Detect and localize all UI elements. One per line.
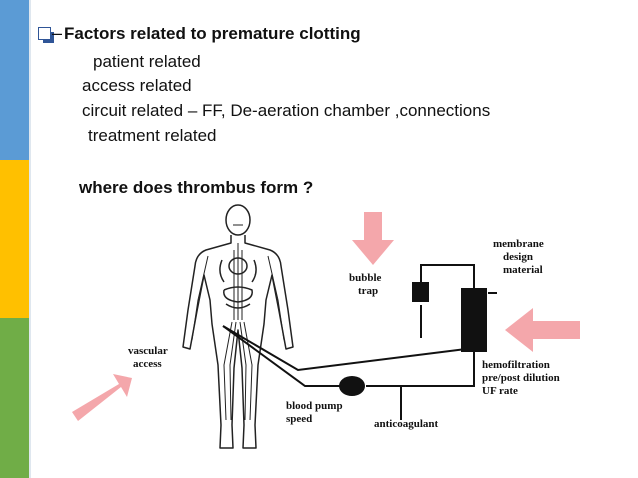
label-blood-pump: blood pump — [286, 400, 343, 412]
blood-pump-icon — [339, 376, 365, 396]
label-material: material — [503, 264, 543, 276]
item-patient-related: patient related — [93, 52, 201, 71]
label-uf-rate: UF rate — [482, 385, 518, 397]
slide-heading: Factors related to premature clotting — [64, 24, 361, 43]
sidebar-edge — [29, 0, 31, 478]
label-pre-post-dilution: pre/post dilution — [482, 372, 560, 384]
label-access: access — [133, 358, 162, 370]
label-bubble: bubble — [349, 272, 382, 284]
sidebar-blue-band — [0, 0, 29, 160]
human-body-figure — [182, 204, 294, 449]
vascular-access-arrow-icon — [72, 374, 132, 421]
checkbox-bullet-icon — [38, 27, 54, 43]
label-design: design — [503, 251, 533, 263]
label-hemofiltration: hemofiltration — [482, 359, 550, 371]
item-treatment-related: treatment related — [88, 126, 217, 145]
sidebar-yellow-band — [0, 160, 29, 318]
item-access-related: access related — [82, 76, 192, 95]
label-anticoagulant: anticoagulant — [374, 418, 439, 430]
hemofiltration-arrow-icon — [505, 308, 580, 352]
label-speed: speed — [286, 413, 312, 425]
bullet-dash: – — [52, 23, 63, 43]
label-vascular: vascular — [128, 345, 168, 357]
sidebar-green-band — [0, 318, 29, 478]
label-membrane: membrane — [493, 238, 544, 250]
thrombus-question: where does thrombus form ? — [79, 178, 314, 197]
label-trap: trap — [358, 285, 378, 297]
hemofilter-cartridge — [461, 288, 487, 352]
item-circuit-related: circuit related – FF, De-aeration chambe… — [82, 101, 491, 120]
bubble-trap-arrow-icon — [352, 212, 394, 265]
bubble-trap-chamber — [412, 282, 429, 302]
